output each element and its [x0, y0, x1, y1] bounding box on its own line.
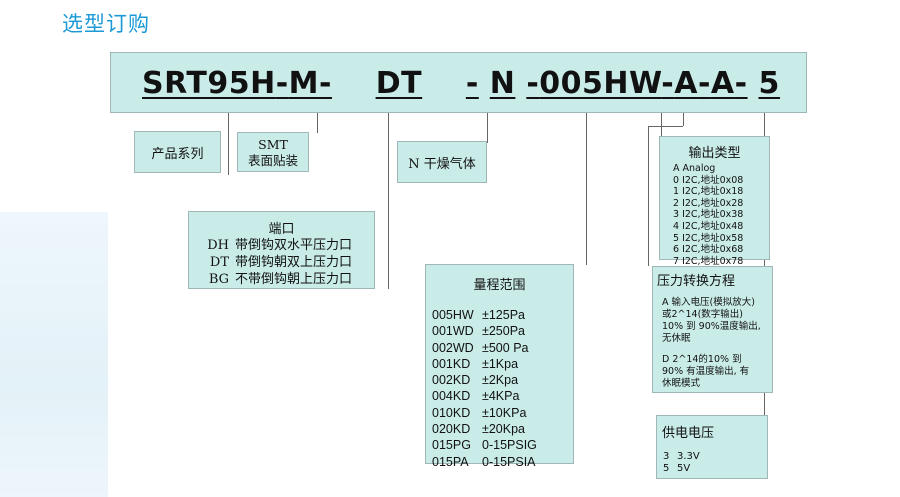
code-package: M [288, 66, 319, 101]
product-series-label: 产品系列 [151, 146, 204, 162]
code-conversion: A [710, 66, 735, 101]
code-sep: - [734, 66, 748, 101]
list-item: 7 I2C,地址0x78 [673, 255, 744, 267]
code-series: SRT95H [142, 66, 276, 101]
connector-line [388, 113, 389, 289]
gas-box: N 干燥气体 [397, 141, 487, 183]
list-item: 004KD±4KPa [432, 389, 520, 404]
list-item: 002KD±2Kpa [432, 373, 519, 388]
code-supply: 5 [758, 66, 780, 101]
connector-line [586, 113, 587, 265]
code-sep: - [526, 66, 540, 101]
range-box: 量程范围 005HW±125Pa 001WD±250Pa 002WD±500 P… [425, 264, 574, 469]
list-item: 4 I2C,地址0x48 [673, 220, 744, 232]
product-series-box: 产品系列 [134, 131, 221, 173]
list-item: 3 I2C,地址0x38 [673, 209, 744, 221]
connector-line [661, 113, 662, 137]
output-title: 输出类型 [688, 146, 741, 161]
code-port: DT [375, 66, 423, 101]
code-gas: N [489, 66, 516, 101]
connector-line [487, 113, 488, 143]
conversion-d-line: 90% 有温度输出, 有 [662, 366, 750, 377]
output-type-box: 输出类型 A Analog 0 I2C,地址0x08 1 I2C,地址0x18 … [659, 136, 770, 267]
list-item: 0 I2C,地址0x08 [673, 174, 744, 186]
list-item: 020KD±20Kpa [432, 422, 526, 437]
page-title: 选型订购 [62, 12, 150, 36]
conversion-a-line: 或2^14(数字输出) [662, 309, 744, 320]
conversion-box: 压力转换方程 A 输入电压(模拟放大) 或2^14(数字输出) 10% 到 90… [652, 266, 773, 393]
connector-line [317, 113, 318, 133]
conversion-d-line: D 2^14的10% 到 [662, 354, 742, 365]
part-number-code: SRT95H-M- DT - N -005HW-A-A- 5 [142, 66, 795, 102]
list-item: 2 I2C,地址0x28 [673, 197, 744, 209]
list-item: 001KD±1Kpa [432, 356, 519, 371]
gas-label: N 干燥气体 [408, 156, 476, 172]
decorative-panel [0, 212, 108, 497]
package-box: SMT 表面贴装 [237, 132, 309, 172]
list-item: 010KD±10KPa [432, 405, 527, 420]
connector-line [648, 126, 649, 266]
code-output: A [674, 66, 698, 101]
list-item: 6 I2C,地址0x68 [673, 244, 744, 256]
connector-line [228, 113, 229, 175]
conversion-a-line: A 输入电压(模拟放大) [662, 297, 755, 308]
package-code: SMT [258, 137, 288, 152]
code-sep: - [661, 66, 675, 101]
code-sep: - [697, 66, 711, 101]
list-item: 001WD±250Pa [432, 324, 526, 339]
package-desc: 表面贴装 [247, 153, 298, 168]
supply-title: 供电电压 [662, 426, 715, 441]
conversion-title: 压力转换方程 [657, 274, 736, 289]
port-title: 端口 [268, 222, 295, 237]
code-sep: - [319, 66, 332, 101]
list-item: 005HW±125Pa [432, 308, 526, 322]
code-sep: - [275, 66, 289, 101]
conversion-d-line: 休眠模式 [662, 378, 701, 389]
conversion-a-line: 无休眠 [662, 333, 691, 344]
code-range: 005HW [539, 66, 662, 101]
connector-line [648, 126, 683, 127]
range-title: 量程范围 [473, 278, 526, 293]
code-sep: - [465, 66, 479, 101]
connector-line [683, 113, 684, 126]
part-number-bar [110, 52, 807, 113]
list-item: 002WD±500 Pa [432, 340, 529, 355]
list-item: 1 I2C,地址0x18 [673, 186, 744, 198]
connector-line [764, 113, 765, 415]
conversion-a-line: 10% 到 90%温度输出, [662, 321, 761, 332]
list-item: 5 I2C,地址0x58 [673, 232, 744, 244]
list-item: A Analog [673, 163, 716, 174]
